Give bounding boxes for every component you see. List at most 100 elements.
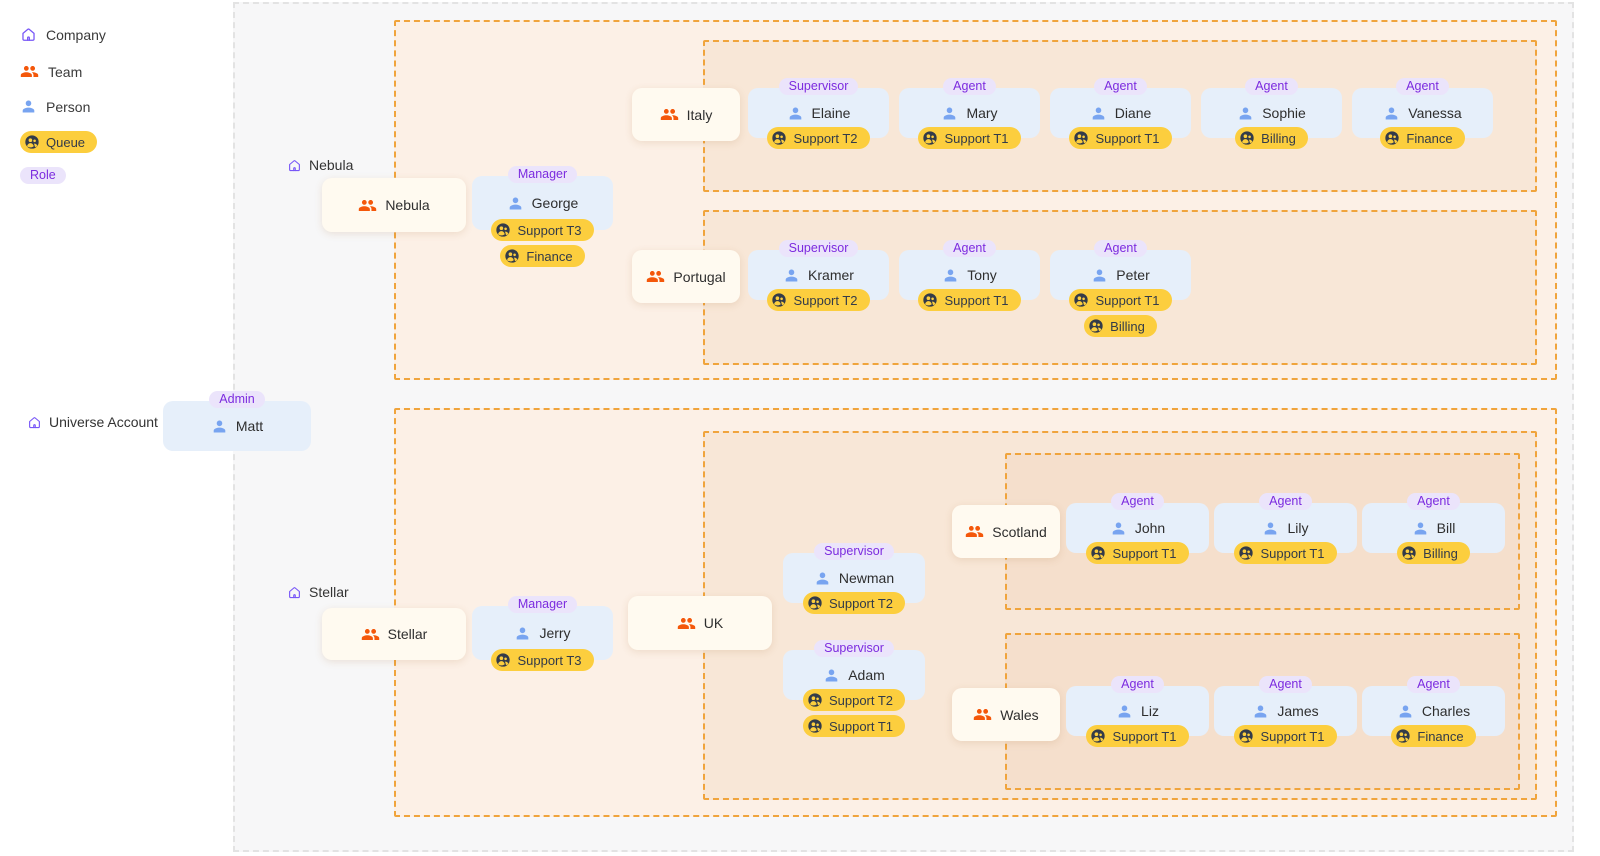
queue-badge[interactable]: Support T2 bbox=[767, 127, 870, 149]
team-card-portugal[interactable]: Portugal bbox=[632, 250, 740, 303]
queue-badge[interactable]: Support T1 bbox=[1069, 127, 1172, 149]
queue-badge[interactable]: Finance bbox=[500, 245, 585, 267]
queue-badge[interactable]: Support T2 bbox=[767, 289, 870, 311]
company-name: Nebula bbox=[309, 157, 354, 173]
role-badge: Agent bbox=[1111, 493, 1164, 510]
person-node-james[interactable]: Agent James Support T1 bbox=[1214, 676, 1357, 747]
team-card-italy[interactable]: Italy bbox=[632, 88, 740, 141]
person-node-vanessa[interactable]: Agent Vanessa Finance bbox=[1352, 78, 1493, 149]
legend-item-person: Person bbox=[20, 98, 90, 115]
team-icon bbox=[361, 625, 380, 644]
queue-badge[interactable]: Support T1 bbox=[1086, 725, 1189, 747]
queue-badge[interactable]: Support T1 bbox=[1234, 725, 1337, 747]
person-name: George bbox=[531, 195, 579, 211]
person-icon bbox=[1383, 105, 1400, 122]
queue-icon bbox=[1401, 545, 1417, 561]
person-node-kramer[interactable]: Supervisor Kramer Support T2 bbox=[748, 240, 889, 311]
role-badge: Agent bbox=[943, 78, 996, 95]
company-house-icon bbox=[20, 26, 37, 43]
person-name: Elaine bbox=[811, 105, 851, 121]
queue-badge[interactable]: Support T1 bbox=[918, 289, 1021, 311]
queue-icon bbox=[1090, 545, 1106, 561]
team-name: Scotland bbox=[992, 523, 1047, 540]
person-node-diane[interactable]: Agent Diane Support T1 bbox=[1050, 78, 1191, 149]
person-card[interactable]: Matt bbox=[163, 401, 311, 451]
person-name: Kramer bbox=[808, 267, 854, 283]
team-card-scotland[interactable]: Scotland bbox=[952, 505, 1060, 558]
person-icon bbox=[507, 195, 524, 212]
person-node-sophie[interactable]: Agent Sophie Billing bbox=[1201, 78, 1342, 149]
person-node-george[interactable]: Manager George Support T3 Finance bbox=[472, 166, 613, 267]
team-icon bbox=[660, 105, 679, 124]
person-icon bbox=[1237, 105, 1254, 122]
team-icon bbox=[20, 62, 39, 81]
person-node-jerry[interactable]: Manager Jerry Support T3 bbox=[472, 596, 613, 671]
person-icon bbox=[814, 570, 831, 587]
queue-badge[interactable]: Support T3 bbox=[491, 219, 594, 241]
legend-queue-pill: Queue bbox=[20, 131, 98, 153]
queue-badge[interactable]: Billing bbox=[1397, 542, 1470, 564]
legend-item-team: Team bbox=[20, 62, 82, 81]
queue-badge[interactable]: Support T1 bbox=[802, 715, 906, 737]
queue-icon bbox=[495, 652, 511, 668]
person-node-newman[interactable]: Supervisor Newman Support T2 bbox=[783, 543, 925, 614]
team-name: Stellar bbox=[387, 626, 428, 642]
queue-badge[interactable]: Support T3 bbox=[491, 649, 594, 671]
queue-badge[interactable]: Billing bbox=[1084, 315, 1157, 337]
queue-badge[interactable]: Finance bbox=[1380, 127, 1465, 149]
queue-icon bbox=[807, 595, 823, 611]
person-name: Newman bbox=[838, 570, 895, 586]
queue-icon bbox=[771, 130, 787, 146]
person-node-matt[interactable]: Admin Matt bbox=[163, 391, 311, 451]
legend-queue-label: Queue bbox=[46, 134, 86, 150]
person-icon bbox=[514, 625, 531, 642]
team-icon bbox=[646, 267, 665, 286]
person-node-john[interactable]: Agent John Support T1 bbox=[1066, 493, 1209, 564]
role-badge: Manager bbox=[507, 166, 578, 183]
queue-icon bbox=[495, 222, 511, 238]
person-icon bbox=[1412, 520, 1429, 537]
queue-badge[interactable]: Support T2 bbox=[802, 689, 906, 711]
queue-badge[interactable]: Billing bbox=[1235, 127, 1308, 149]
queue-badge[interactable]: Support T1 bbox=[1086, 542, 1189, 564]
person-node-tony[interactable]: Agent Tony Support T1 bbox=[899, 240, 1040, 311]
company-name: Universe Account bbox=[49, 414, 158, 430]
person-node-liz[interactable]: Agent Liz Support T1 bbox=[1066, 676, 1209, 747]
queue-badge[interactable]: Support T1 bbox=[1069, 289, 1172, 311]
person-node-mary[interactable]: Agent Mary Support T1 bbox=[899, 78, 1040, 149]
queue-icon bbox=[1238, 545, 1254, 561]
queue-badge[interactable]: Finance bbox=[1391, 725, 1476, 747]
team-card-stellar[interactable]: Stellar bbox=[322, 608, 466, 660]
team-card-uk[interactable]: UK bbox=[628, 596, 772, 650]
person-node-lily[interactable]: Agent Lily Support T1 bbox=[1214, 493, 1357, 564]
queue-badge[interactable]: Support T2 bbox=[802, 592, 906, 614]
queue-badge[interactable]: Support T1 bbox=[918, 127, 1021, 149]
legend-item-company: Company bbox=[20, 26, 106, 43]
person-node-adam[interactable]: Supervisor Adam Support T2 Support T1 bbox=[783, 640, 925, 737]
person-card[interactable]: Bill bbox=[1362, 503, 1505, 553]
person-node-bill[interactable]: Agent Bill Billing bbox=[1362, 493, 1505, 564]
person-name: Matt bbox=[235, 418, 264, 434]
queue-badge[interactable]: Support T1 bbox=[1234, 542, 1337, 564]
team-card-wales[interactable]: Wales bbox=[952, 688, 1060, 741]
role-badge: Supervisor bbox=[814, 543, 894, 560]
role-badge: Supervisor bbox=[778, 240, 859, 257]
team-card-nebula[interactable]: Nebula bbox=[322, 178, 466, 232]
company-house-icon bbox=[287, 585, 302, 600]
role-badge: Agent bbox=[1407, 493, 1460, 510]
person-node-charles[interactable]: Agent Charles Finance bbox=[1362, 676, 1505, 747]
person-node-peter[interactable]: Agent Peter Support T1 Billing bbox=[1050, 240, 1191, 337]
role-badge: Agent bbox=[1407, 676, 1460, 693]
queue-icon bbox=[807, 718, 823, 734]
queue-icon bbox=[1073, 130, 1089, 146]
person-icon bbox=[1252, 703, 1269, 720]
team-name: Wales bbox=[1000, 706, 1039, 723]
legend-role-pill: Role bbox=[20, 167, 66, 184]
role-badge: Agent bbox=[943, 240, 996, 257]
person-name: Liz bbox=[1141, 703, 1159, 719]
person-name: Diane bbox=[1114, 105, 1152, 121]
person-icon bbox=[823, 667, 840, 684]
person-name: Mary bbox=[966, 105, 998, 121]
person-name: Vanessa bbox=[1408, 105, 1462, 121]
person-node-elaine[interactable]: Supervisor Elaine Support T2 bbox=[748, 78, 889, 149]
